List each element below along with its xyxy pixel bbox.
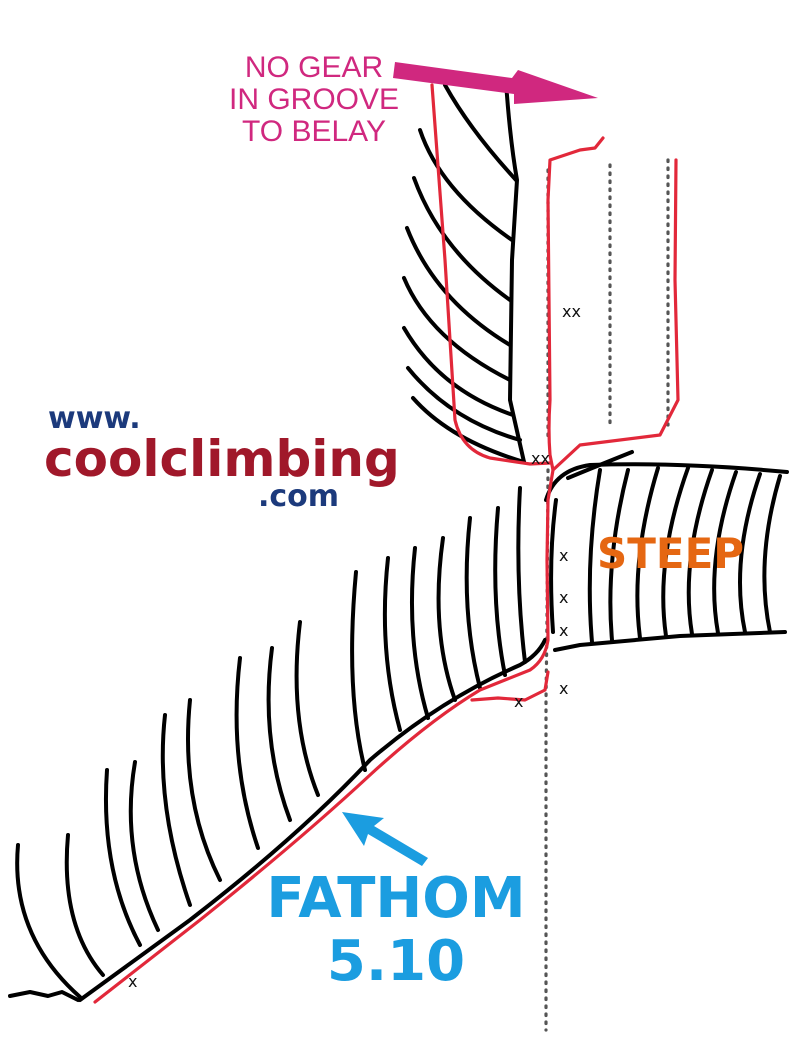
gear-marks: xx xx x x x x x x <box>128 302 581 991</box>
gear-mark: xx <box>562 302 581 321</box>
brand-com: .com <box>258 479 339 514</box>
route-pointer-arrow-icon <box>342 812 428 866</box>
steep-section-rock <box>544 450 789 652</box>
gear-mark: x <box>559 588 568 607</box>
route-lines <box>93 83 680 1004</box>
note-line-3: TO BELAY <box>242 115 386 148</box>
gear-mark: xx <box>531 449 550 468</box>
route-fathom <box>93 136 605 1004</box>
brand-www: www. <box>48 401 141 436</box>
route-name: FATHOM <box>266 866 525 931</box>
gear-mark: x <box>559 679 568 698</box>
route-label: FATHOM 5.10 <box>266 812 526 994</box>
steep-label: STEEP <box>597 529 744 578</box>
route-variation-right <box>551 158 680 472</box>
note-arrow-icon <box>393 62 598 104</box>
brand-main: coolclimbing <box>44 430 400 488</box>
upper-groove-rock <box>402 80 526 464</box>
gear-mark: x <box>559 546 568 565</box>
no-gear-note: NO GEAR IN GROOVE TO BELAY <box>229 51 598 148</box>
brand-watermark: www. coolclimbing .com <box>44 401 400 514</box>
route-variation-lower <box>470 670 550 702</box>
note-line-2: IN GROOVE <box>229 83 399 116</box>
gear-mark: x <box>559 621 568 640</box>
note-line-1: NO GEAR <box>245 51 383 84</box>
route-variation-left <box>430 83 552 466</box>
route-grade: 5.10 <box>327 929 465 994</box>
gear-mark: x <box>128 972 137 991</box>
gear-mark: x <box>514 692 523 711</box>
lower-slab-rock <box>8 486 547 1002</box>
